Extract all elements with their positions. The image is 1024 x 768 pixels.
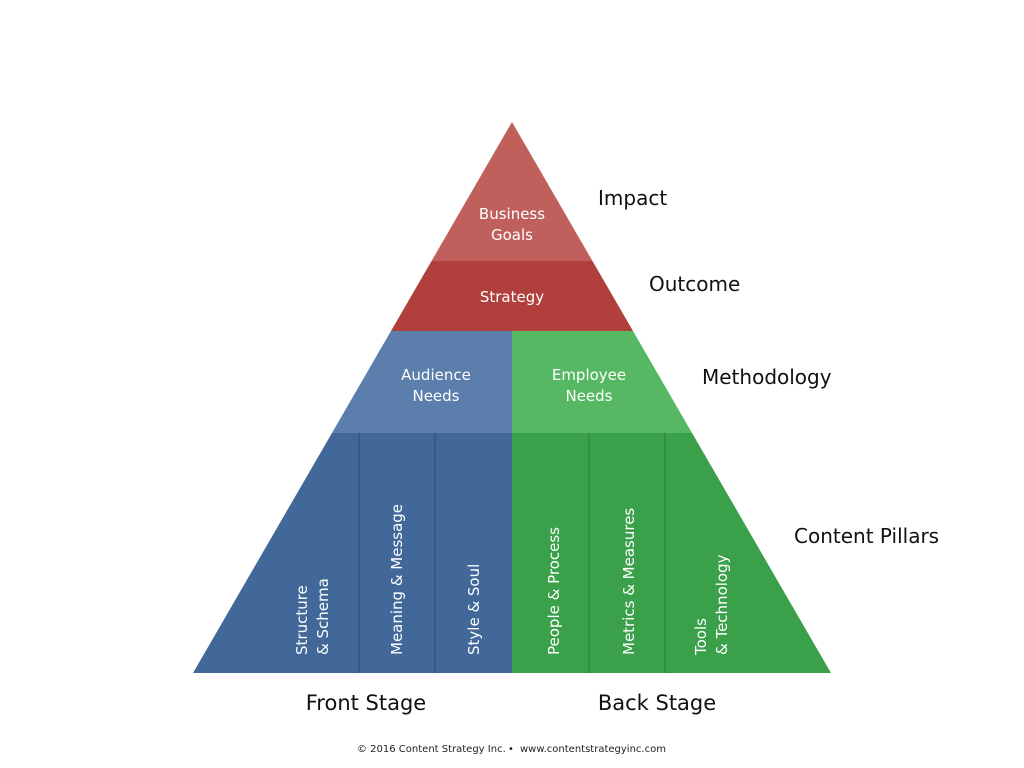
segment-label-strategy: Strategy: [480, 288, 544, 306]
segment-label-audience: Audience: [401, 366, 471, 384]
level-label-outcome: Outcome: [649, 272, 740, 296]
footer-separator: •: [508, 744, 514, 755]
band-employee-needs: [512, 331, 693, 433]
band-audience-needs: [331, 331, 512, 433]
pillar-label-metrics-measures: Metrics & Measures: [620, 508, 638, 655]
footer-copyright: © 2016 Content Strategy Inc.: [357, 744, 506, 755]
band-front-stage-pillars: [193, 433, 512, 673]
footer-website[interactable]: www.contentstrategyinc.com: [520, 744, 666, 755]
band-outcome: [391, 261, 633, 331]
level-label-methodology: Methodology: [702, 365, 832, 389]
stage-label-back: Back Stage: [598, 691, 716, 715]
pillar-label-technology: & Technology: [713, 554, 731, 655]
segment-label-business: Business: [479, 205, 545, 223]
segment-label-employee-needs: Needs: [565, 387, 612, 405]
band-back-stage-pillars: [512, 433, 831, 673]
pillar-label-tools: Tools: [692, 618, 710, 656]
segment-label-employee: Employee: [552, 366, 626, 384]
band-impact: [431, 122, 593, 261]
level-label-content-pillars: Content Pillars: [794, 524, 939, 548]
pillar-label-style-soul: Style & Soul: [465, 564, 483, 655]
segment-label-goals: Goals: [491, 226, 533, 244]
level-label-impact: Impact: [598, 186, 667, 210]
pillar-label-schema: & Schema: [314, 578, 332, 655]
stage-label-front: Front Stage: [306, 691, 426, 715]
pillar-label-meaning-message: Meaning & Message: [388, 504, 406, 655]
pillar-label-structure: Structure: [293, 585, 311, 655]
pillar-label-people-process: People & Process: [545, 527, 563, 655]
segment-label-audience-needs: Needs: [412, 387, 459, 405]
